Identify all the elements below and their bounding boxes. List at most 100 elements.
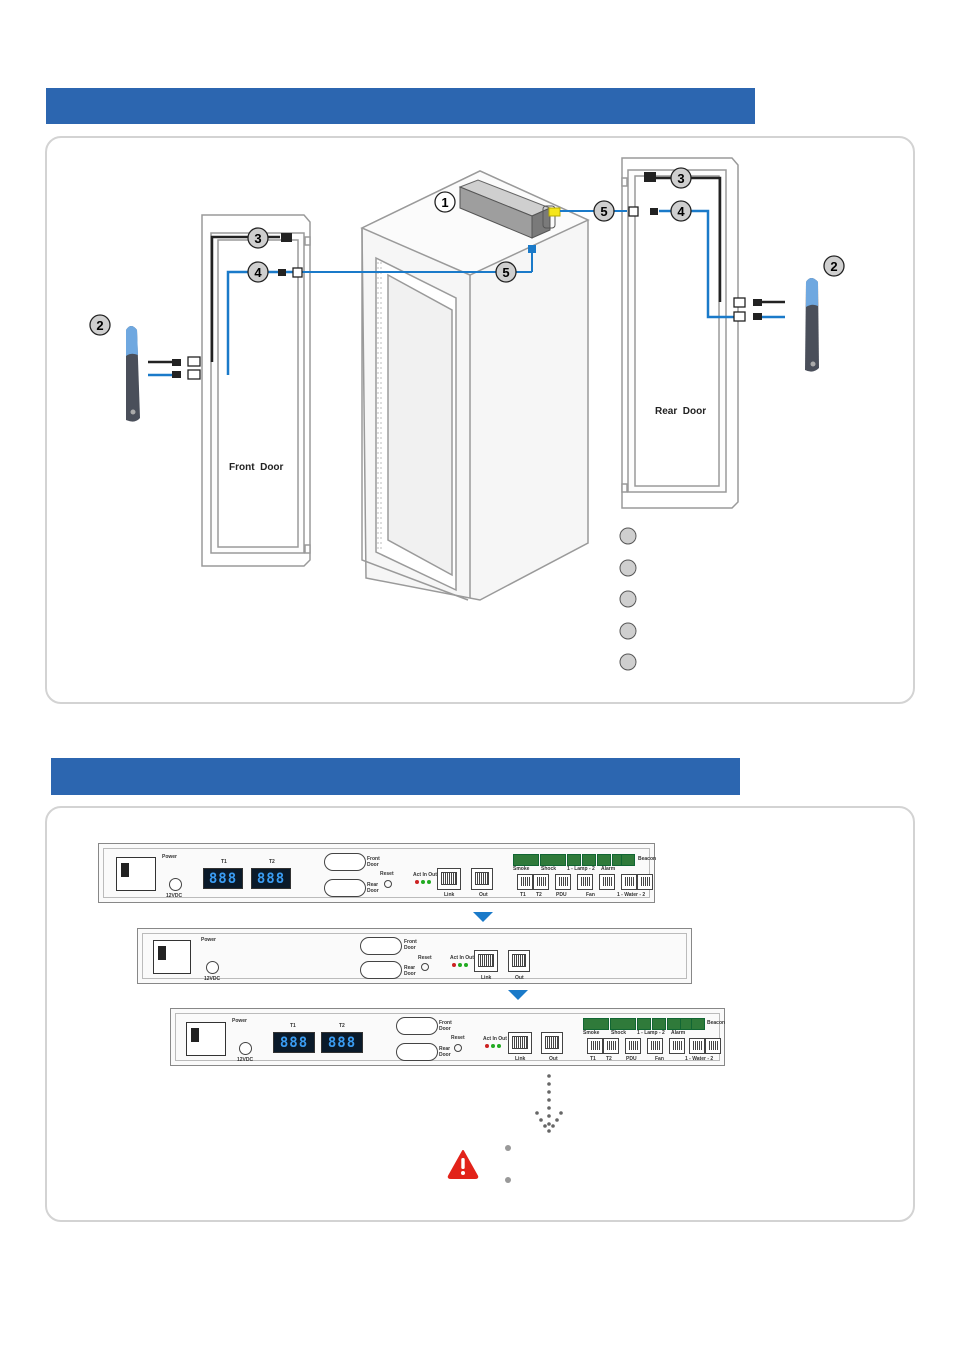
power-label: Power <box>232 1018 248 1024</box>
blue-connector <box>528 245 536 253</box>
terminal-beacon[interactable] <box>621 854 635 866</box>
fan-label: Fan <box>586 892 595 898</box>
shock-label: Shock <box>611 1030 627 1036</box>
reset-label: Reset <box>418 955 432 961</box>
svg-text:5: 5 <box>502 265 509 280</box>
warning-bullet-1 <box>505 1145 511 1151</box>
front-door-port-label: Front Door <box>404 939 417 951</box>
section-2-banner <box>51 758 740 795</box>
terminal-lamp-2[interactable] <box>582 854 596 866</box>
rear-door-port[interactable] <box>324 879 366 897</box>
t2-label: T2 <box>339 1023 345 1029</box>
terminal-shock[interactable] <box>540 854 566 866</box>
water-port-2[interactable] <box>637 874 653 890</box>
legend-circle-2 <box>619 559 637 577</box>
legend-circle-1 <box>619 527 637 545</box>
t2-sensor-port[interactable] <box>603 1038 619 1054</box>
legend-circle-4 <box>619 622 637 640</box>
legend-circle-3 <box>619 590 637 608</box>
link-port[interactable] <box>474 950 498 972</box>
terminal-smoke[interactable] <box>583 1018 609 1030</box>
reset-button[interactable] <box>421 963 429 971</box>
fan-port-2[interactable] <box>669 1038 685 1054</box>
lamp-label: 1 - Lamp - 2 <box>567 866 595 872</box>
t1-sensor-port[interactable] <box>517 874 533 890</box>
reset-label: Reset <box>380 871 394 877</box>
water-port-2[interactable] <box>705 1038 721 1054</box>
lamp-label: 1 - Lamp - 2 <box>637 1030 665 1036</box>
t2-sensor-port[interactable] <box>533 874 549 890</box>
main-unit-device <box>458 179 556 239</box>
front-door-label: Front Door <box>229 462 284 473</box>
fan-label: Fan <box>655 1056 664 1062</box>
terminal-lamp-1[interactable] <box>637 1018 651 1030</box>
terminal-smoke[interactable] <box>513 854 539 866</box>
power-inlet <box>186 1022 226 1056</box>
t1-sensor-port[interactable] <box>587 1038 603 1054</box>
smoke-label: Smoke <box>583 1030 600 1036</box>
rear-door-port[interactable] <box>360 961 402 979</box>
out-port[interactable] <box>471 868 493 890</box>
terminal-alarm-1[interactable] <box>597 854 611 866</box>
svg-text:2: 2 <box>830 259 837 274</box>
reset-button[interactable] <box>384 880 392 888</box>
act-in-out-label: Act In Out <box>450 955 474 961</box>
callout-4-rear: 4 <box>670 200 692 222</box>
svg-text:4: 4 <box>677 204 685 219</box>
reset-button[interactable] <box>454 1044 462 1052</box>
main-unit-2: Power 12VDC T1 T2 888 888 Front Door Rea… <box>170 1008 725 1066</box>
callout-5-rear: 5 <box>593 200 615 222</box>
svg-text:1: 1 <box>441 195 448 210</box>
link-port[interactable] <box>508 1032 532 1054</box>
act-in-out-label: Act In Out <box>413 872 437 878</box>
fan-port-1[interactable] <box>647 1038 663 1054</box>
dc-label: 12VDC <box>166 893 183 899</box>
svg-text:3: 3 <box>677 171 684 186</box>
out-port[interactable] <box>508 950 530 972</box>
front-door-port[interactable] <box>324 853 366 871</box>
pdu-port[interactable] <box>555 874 571 890</box>
power-inlet <box>116 857 156 891</box>
rear-door-label: Rear Door <box>655 406 707 417</box>
water-port-1[interactable] <box>621 874 637 890</box>
front-sensor-handle <box>126 326 140 422</box>
out-label: Out <box>549 1056 558 1062</box>
front-connectors <box>172 233 303 380</box>
callout-4-front: 4 <box>247 261 269 283</box>
front-door-port[interactable] <box>360 937 402 955</box>
link-label: Link <box>444 892 455 898</box>
link-port[interactable] <box>437 868 461 890</box>
alarm-label: Alarm <box>601 866 616 872</box>
terminal-shock[interactable] <box>610 1018 636 1030</box>
out-label: Out <box>515 975 524 981</box>
callout-3-front: 3 <box>247 227 269 249</box>
terminal-lamp-1[interactable] <box>567 854 581 866</box>
pdu-port[interactable] <box>625 1038 641 1054</box>
out-label: Out <box>479 892 488 898</box>
fan-port-2[interactable] <box>599 874 615 890</box>
warning-icon <box>447 1150 479 1179</box>
t1-label: T1 <box>221 859 227 865</box>
dc-jack <box>206 961 219 974</box>
act-in-out-label: Act In Out <box>483 1036 507 1042</box>
chain-arrow-1 <box>473 912 493 922</box>
rear-door-port[interactable] <box>396 1043 438 1061</box>
terminal-beacon[interactable] <box>691 1018 705 1030</box>
cabling-diagram: 1 2 2 3 3 4 4 5 5 <box>89 157 845 671</box>
terminal-alarm-1[interactable] <box>667 1018 681 1030</box>
front-door-port[interactable] <box>396 1017 438 1035</box>
terminal-lamp-2[interactable] <box>652 1018 666 1030</box>
fan-port-1[interactable] <box>577 874 593 890</box>
beacon-label: Beacon <box>638 856 657 862</box>
in-led <box>458 963 462 967</box>
rear-sensor-handle <box>805 278 819 372</box>
callout-2-front: 2 <box>89 314 111 336</box>
dc-jack <box>169 878 182 891</box>
t1-port-label: T1 <box>590 1056 596 1062</box>
rear-door-port-label: Rear Door <box>367 882 379 894</box>
out-port[interactable] <box>541 1032 563 1054</box>
dc-jack <box>239 1042 252 1055</box>
water-label: 1 - Water - 2 <box>617 892 646 898</box>
water-port-1[interactable] <box>689 1038 705 1054</box>
alarm-label: Alarm <box>671 1030 686 1036</box>
